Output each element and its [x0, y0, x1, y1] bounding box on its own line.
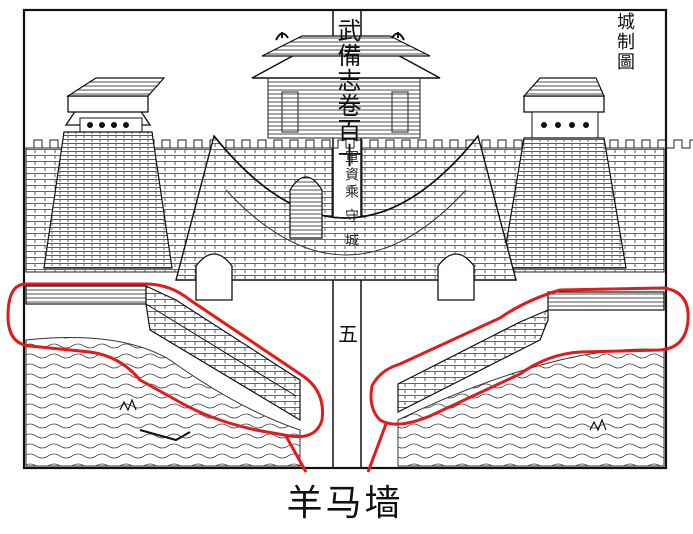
left-watchtower	[43, 77, 173, 269]
spine-title: 武備志卷百十	[333, 18, 361, 168]
gate-tower	[251, 32, 441, 139]
annotation-caption: 羊马墙	[286, 483, 404, 524]
page-number: 五	[338, 322, 358, 346]
spine-subtitle: 軍資乘 守 城	[343, 150, 359, 250]
right-sheep-horse-wall	[397, 291, 665, 413]
left-pointer-line	[284, 435, 308, 473]
annotation-highlights	[6, 282, 690, 473]
left-sheep-horse-wall	[25, 285, 301, 422]
right-highlight-outline	[369, 286, 690, 426]
barbican-enclosure	[175, 134, 517, 301]
right-watchtower	[501, 77, 627, 269]
left-highlight-outline	[6, 282, 325, 439]
right-pointer-line	[366, 423, 388, 473]
plate-title: 城制圖	[614, 12, 635, 72]
